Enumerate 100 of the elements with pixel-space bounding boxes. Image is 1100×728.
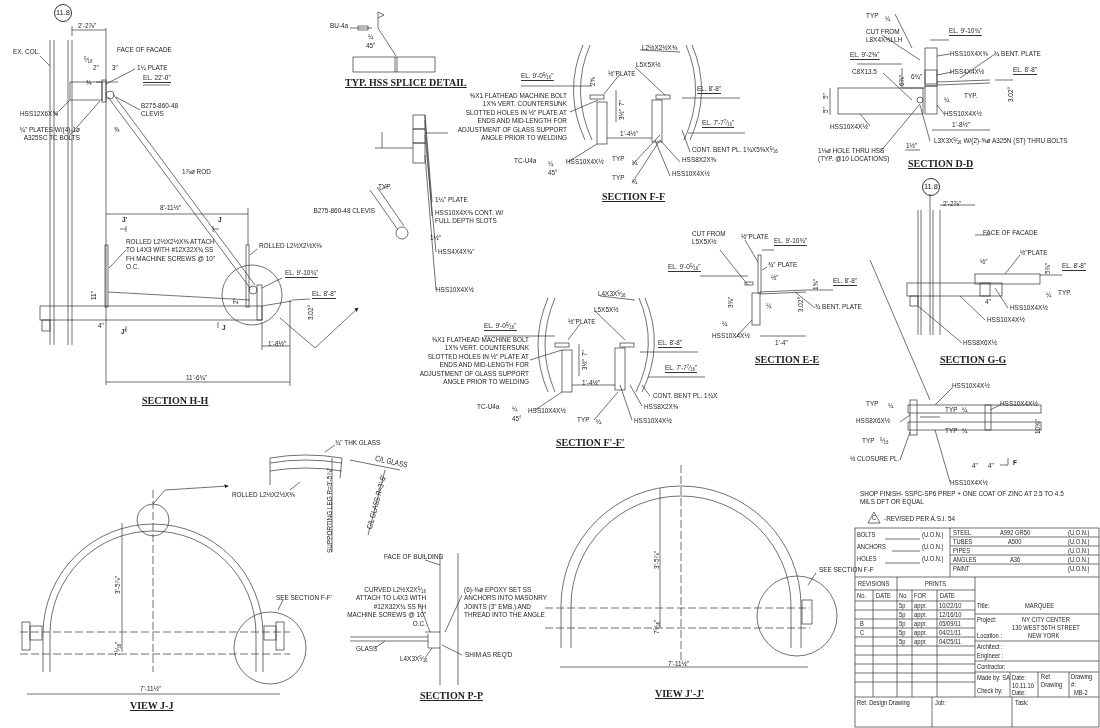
section-title: SECTION G-G — [940, 355, 1007, 366]
section-title: SECTION H-H — [142, 396, 209, 407]
title-block-text: STEEL — [953, 529, 972, 537]
callout-text: FACE OF FACADE — [117, 46, 172, 55]
title-block-text: FOR — [914, 592, 927, 600]
title-block-text: Architect : — [977, 643, 1003, 651]
title-block-text: (U.O.N.) — [1068, 538, 1090, 546]
weld-symbol-text: TYP — [945, 427, 958, 436]
dimension-text: 11" — [90, 291, 99, 300]
dimension-text: ½" — [771, 274, 779, 283]
title-block-text: C — [860, 629, 865, 637]
title-block-text: appr. — [914, 620, 927, 628]
weld-symbol-text: ⅜ — [86, 79, 92, 88]
title-block-text: PIPES — [953, 547, 970, 555]
callout-text: HSS10X4X½ — [436, 286, 474, 295]
section-mark: F — [1013, 459, 1017, 468]
callout-text: L3X3X⁵⁄₁₆ W/(2)-⅝ø A325N (ST) THRU BOLTS — [934, 137, 1068, 146]
dimension-text: 4" — [985, 298, 991, 307]
callout-text: 1¼" PLATE — [435, 196, 468, 205]
callout-text: HSS8X6X½ — [856, 417, 891, 426]
callout-text: ¾" THK GLASS — [335, 439, 381, 448]
callout-text: C/L GLASS — [374, 455, 409, 471]
note-text: SHOP FINISH- SSPC-SP6 PREP + ONE COAT OF ZINC AT 2.5 TO 4.5 MILS DFT OR EQUAL — [860, 490, 1065, 507]
note-text: -REVISED PER A.S.I. 54 — [884, 515, 956, 524]
dimension-text: 2" — [93, 64, 99, 73]
dimension-text: 3'-5⅞" — [653, 550, 662, 569]
title-block-text: Check by: — [977, 687, 1003, 695]
callout-text: ½"PLATE — [741, 233, 769, 242]
title-block-text: appr. — [914, 611, 927, 619]
callout-text: ROLLED L2½X2½X⅜ — [232, 491, 295, 500]
weld-symbol-text: TYP — [866, 12, 879, 21]
weld-symbol-text: ¼ — [368, 33, 374, 42]
dimension-text: 3.02° — [307, 305, 316, 320]
dimension-text: 2⅝ — [589, 77, 598, 86]
title-block-text: REVISIONS — [858, 580, 890, 588]
weld-symbol-text: TYP — [612, 155, 625, 164]
callout-text: HSS10X4X½ — [1010, 304, 1048, 313]
weld-symbol-text: TC-U4a — [514, 157, 537, 166]
weld-symbol-text: ¼ — [885, 15, 891, 24]
weld-symbol-text: TYP. — [964, 92, 978, 101]
weld-symbol-text: BU-4a — [330, 22, 349, 31]
elevation-label: EL. 22'-0" — [143, 74, 171, 84]
elevation-label: EL. 9'-0⁵⁄₁₆" — [521, 72, 554, 82]
title-block-text: HOLES — [857, 555, 877, 563]
dimension-text: 3" — [112, 64, 118, 73]
callout-text: HSS10X4X½ — [830, 123, 868, 132]
title-block-text: Location : — [977, 632, 1002, 640]
title-block-text: 130 WEST 56TH STREET — [1012, 624, 1080, 632]
title-block-text: 10/22/10 — [939, 602, 962, 610]
weld-symbol-text: ⅝ — [114, 126, 120, 135]
callout-text: ½"PLATE — [1020, 249, 1048, 258]
title-block-text: A992 GR50 — [1000, 529, 1031, 537]
title-block-text: Ref. Drawing — [1041, 673, 1064, 689]
title-block-text: (U.O.N.) — [922, 555, 944, 563]
title-block-text: 5p — [899, 611, 906, 619]
elevation-label: EL. 9'-10¾" — [774, 237, 808, 247]
callout-text: CUT FROM L5X5X½ — [692, 230, 727, 247]
title-block-text: PAINT — [953, 565, 970, 573]
callout-text: HSS10X4X½ — [952, 382, 990, 391]
callout-text: HSS10X4X½ — [950, 479, 988, 488]
title-block-text: 5p — [899, 620, 906, 628]
section-mark: J' — [121, 328, 127, 337]
title-block-text: No. — [899, 592, 908, 600]
weld-symbol-text: TC-U4a — [477, 403, 500, 412]
callout-text: HSS10X4X½ — [528, 407, 566, 416]
dimension-text: 2'-2⅞" — [78, 22, 97, 31]
dimension-text: 4" — [98, 322, 104, 331]
callout-text: L4X3X⁵⁄₁₆ — [400, 655, 428, 664]
dimension-text: 7⁵⁄₁₆" — [653, 619, 662, 634]
title-block-text: appr. — [914, 602, 927, 610]
weld-symbol-text: ¼ — [548, 160, 554, 169]
title-block-text: TUBES — [953, 538, 973, 546]
weld-symbol-text: 45° — [548, 169, 558, 178]
callout-text: CURVED L2½X2X⁵⁄₁₆ ATTACH TO L4X3 WITH #12X32X¾ SS FH MACHINE SCREWS @ 10" O.C. — [346, 586, 426, 628]
section-mark: J — [222, 324, 226, 333]
callout-text: ¾ BENT. PLATE — [815, 303, 862, 312]
title-block-text: DATE — [940, 592, 955, 600]
dimension-text: 1½" — [906, 142, 918, 151]
title-block-text: No. — [857, 592, 866, 600]
note-text: ⅜X1 FLATHEAD MACHINE BOLT 1X⅝ VERT. COUNTERSUNK SLOTTED HOLES IN ½" PLATE AT ENDS AND MID-LENGTH FOR ADJUSTMENT OF GLASS SUPPORT ANGLE PRIOR TO WELDING — [456, 92, 567, 143]
elevation-label: EL. 8'-8" — [658, 339, 683, 349]
dimension-text: 1'-8½" — [268, 340, 287, 349]
weld-symbol-text: TYP — [577, 416, 590, 425]
title-block-text: Date: — [1012, 689, 1026, 697]
dimension-text: 2'-2⅞" — [943, 200, 962, 209]
callout-text: (6)-⅜ø EPOXY SET SS ANCHORS INTO MASONRY JOINTS (3" EMB.) AND THREAD INTO THE ANGLE — [464, 586, 548, 620]
weld-symbol-text: TYP — [612, 174, 625, 183]
callout-text: EX. COL. — [13, 48, 41, 57]
dimension-text: 1'-4½" — [582, 379, 601, 388]
callout-text: HSS10X4X⅜ — [950, 50, 988, 59]
callout-text: CUT FROM L8X4X½LLH — [866, 28, 904, 45]
title-block-text: 12/16/10 — [939, 611, 962, 619]
weld-symbol-text: ¼ — [962, 427, 968, 436]
section-title: SECTION P-P — [420, 691, 484, 702]
weld-symbol-text: ¼ — [1046, 291, 1052, 300]
title-block-text: DATE — [876, 592, 891, 600]
title-block-text: Date: — [1012, 674, 1026, 682]
callout-text: FACE OF BUILDING — [384, 553, 444, 562]
section-title: SECTION F'-F' — [556, 438, 625, 449]
elevation-label: EL. 8'-8" — [1062, 262, 1087, 272]
